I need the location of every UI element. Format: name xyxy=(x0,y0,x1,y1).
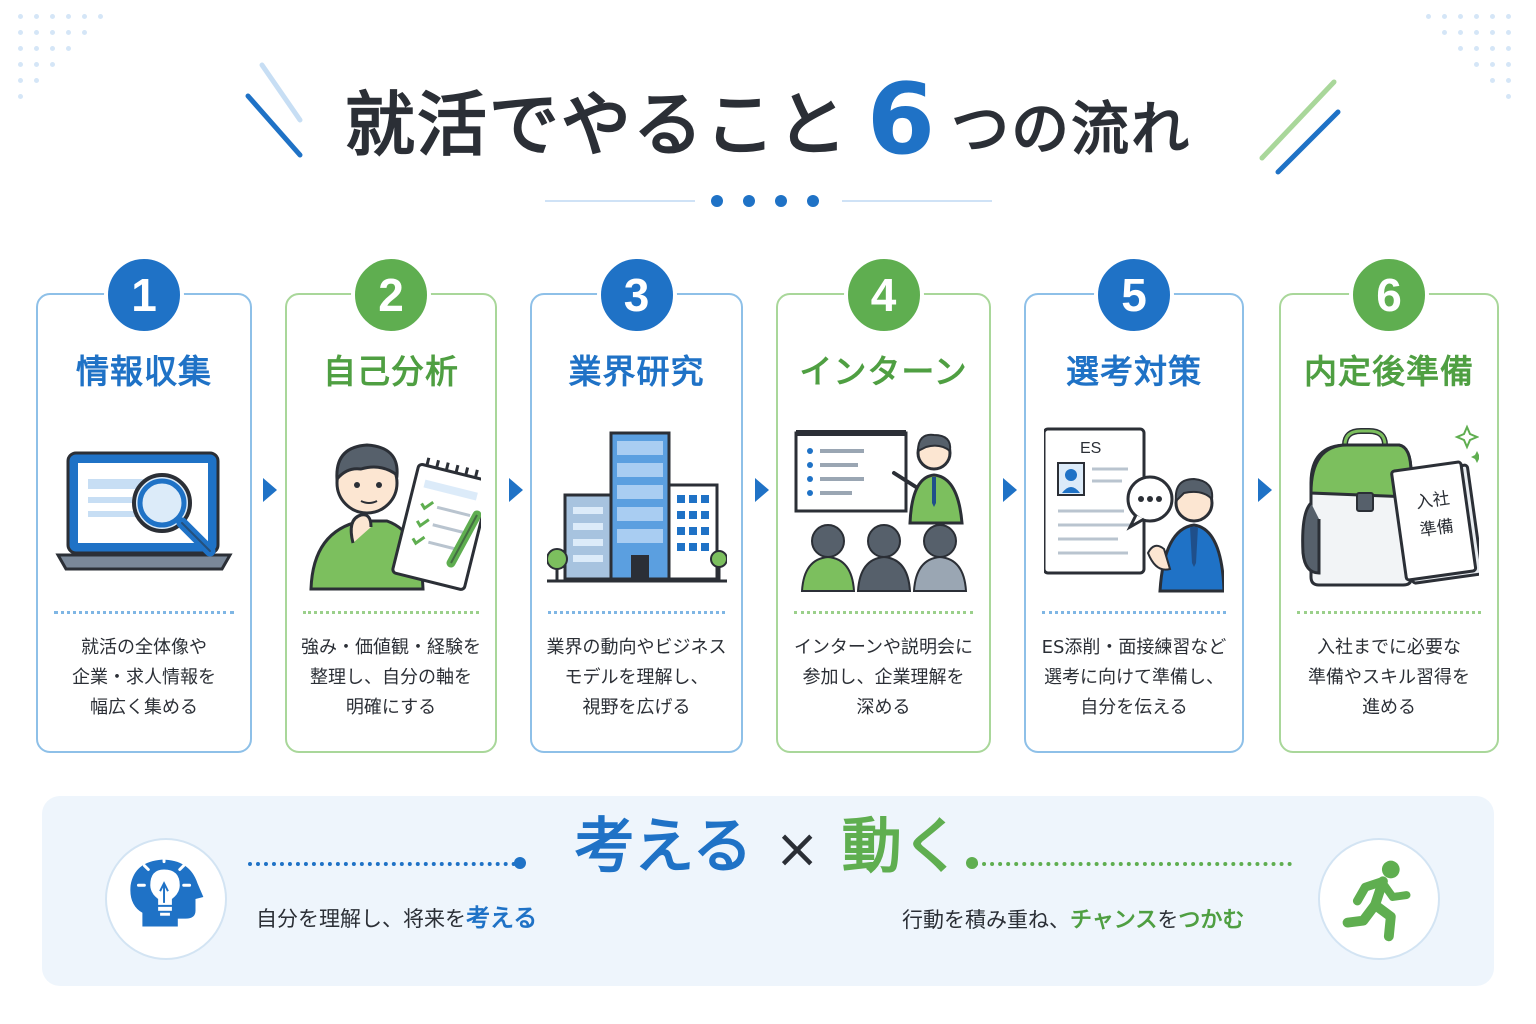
step-title: 自己分析 xyxy=(323,352,459,391)
step-number-badge: 1 xyxy=(104,255,184,335)
title-suffix: つの流れ xyxy=(951,95,1192,163)
person-thinking-notepad-icon xyxy=(301,423,481,593)
card-separator xyxy=(794,611,973,614)
presentation-audience-icon xyxy=(794,423,974,593)
doc-text-line1: 入社 xyxy=(1415,489,1451,514)
mindset-heading: 考える × 動く xyxy=(0,812,1536,884)
dotted-line-right xyxy=(974,862,1292,866)
title-number: 6 xyxy=(866,63,938,177)
card-separator xyxy=(303,611,479,614)
mindset-times: × xyxy=(774,817,820,880)
think-subtext: 自分を理解し、将来を考える xyxy=(256,904,538,932)
arrow-right-icon xyxy=(755,478,769,502)
step-title: 内定後準備 xyxy=(1304,352,1474,391)
mindset-think: 考える xyxy=(574,812,753,882)
bag-document-icon: 入社 準備 xyxy=(1299,423,1479,593)
step-description: 就活の全体像や 企業・求人情報を 幅広く集める xyxy=(72,637,216,718)
dotted-line-end-dot xyxy=(514,857,526,869)
act-subtext: 行動を積み重ね、チャンスをつかむ xyxy=(902,908,1245,933)
divider-dot xyxy=(743,195,755,207)
step-description: 入社までに必要な 準備やスキル習得を 進める xyxy=(1308,637,1470,718)
step-description: 強み・価値観・経験を 整理し、自分の軸を 明確にする xyxy=(301,637,481,718)
step-card-1: 1 情報収集 就活の全体像や 企業・求人情報を 幅広く集める xyxy=(36,255,252,753)
card-separator xyxy=(1042,611,1226,614)
title-divider-right xyxy=(842,200,992,202)
step-card-5: 5 選考対策 ES ES添削・面接練習など 選考に向けて準備し、 自分を伝える xyxy=(1024,255,1244,753)
decor-dots-left xyxy=(18,14,118,114)
card-separator xyxy=(548,611,725,614)
arrow-right-icon xyxy=(263,478,277,502)
title-slash-decoration xyxy=(245,62,1341,175)
step-description: インターンや説明会に 参加し、企業理解を 深める xyxy=(793,637,974,718)
divider-dot xyxy=(775,195,787,207)
laptop-search-icon xyxy=(54,423,234,593)
card-separator xyxy=(54,611,234,614)
step-title: 情報収集 xyxy=(76,352,212,391)
divider-dot xyxy=(711,195,723,207)
step-number-badge: 2 xyxy=(351,255,431,335)
step-number-badge: 3 xyxy=(596,255,677,335)
dotted-line-end-dot xyxy=(966,857,978,869)
step-card-6: 6 内定後準備 入社 準備 入社までに必要な 準備やスキル習得を 進める xyxy=(1279,255,1499,753)
step-description: ES添削・面接練習など 選考に向けて準備し、 自分を伝える xyxy=(1041,637,1227,718)
office-buildings-icon xyxy=(546,423,727,593)
card-separator xyxy=(1297,611,1481,614)
step-card-2: 2 自己分析 強み・価値観・経験を 整理し、自分の軸を 明確にする xyxy=(285,255,497,753)
doc-text-line2: 準備 xyxy=(1419,516,1455,541)
resume-interview-icon: ES xyxy=(1044,423,1224,593)
dotted-line-left xyxy=(248,862,516,866)
decor-dots-right xyxy=(1426,14,1526,114)
step-card-3: 3 業界研究 業界の動向やビジネス モデルを理解し、 視野を広げる xyxy=(530,255,743,753)
arrow-right-icon xyxy=(509,478,523,502)
running-person-icon xyxy=(1318,838,1440,960)
step-number-badge: 4 xyxy=(843,255,924,335)
title-divider-left xyxy=(545,200,695,202)
mindset-act: 動く xyxy=(841,812,962,882)
arrow-right-icon xyxy=(1258,478,1272,502)
step-description: 業界の動向やビジネス モデルを理解し、 視野を広げる xyxy=(546,637,727,718)
head-lightbulb-icon xyxy=(105,838,227,960)
step-number-badge: 5 xyxy=(1094,255,1174,335)
step-title: インターン xyxy=(799,352,968,391)
step-title: 選考対策 xyxy=(1066,352,1202,391)
divider-dot xyxy=(807,195,819,207)
title-main: 就活でやること xyxy=(344,84,849,166)
step-number-badge: 6 xyxy=(1349,255,1429,335)
arrow-right-icon xyxy=(1003,478,1017,502)
step-title: 業界研究 xyxy=(568,352,705,391)
step-card-4: 4 インターン インターンや説明会に 参加し、企業理解を 深める xyxy=(776,255,991,753)
mindset-panel xyxy=(42,796,1494,986)
es-label: ES xyxy=(1080,440,1101,457)
